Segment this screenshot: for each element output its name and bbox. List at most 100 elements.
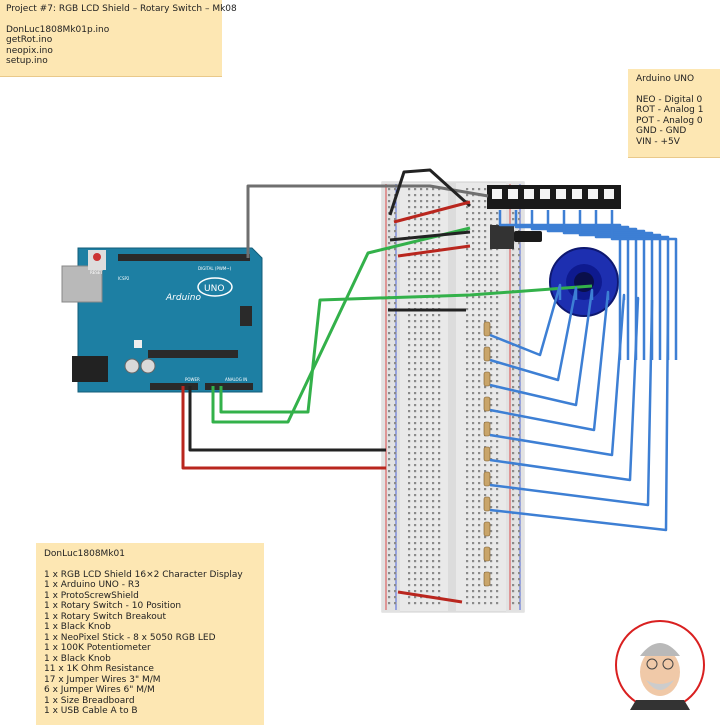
- breadboard-hole: [466, 338, 469, 341]
- breadboard-hole: [426, 440, 429, 443]
- breadboard-hole: [478, 320, 481, 323]
- breadboard-hole: [420, 278, 423, 281]
- breadboard-hole: [394, 218, 397, 221]
- breadboard-hole: [478, 272, 481, 275]
- breadboard-hole: [432, 386, 435, 389]
- breadboard-hole: [438, 506, 441, 509]
- breadboard-hole: [496, 530, 499, 533]
- breadboard-hole: [394, 242, 397, 245]
- breadboard-hole: [512, 314, 515, 317]
- breadboard-hole: [484, 284, 487, 287]
- pin-mapping: VIN - +5V: [636, 136, 680, 147]
- breadboard-hole: [478, 500, 481, 503]
- breadboard-hole: [466, 218, 469, 221]
- breadboard-hole: [478, 374, 481, 377]
- breadboard-hole: [472, 596, 475, 599]
- breadboard-hole: [432, 260, 435, 263]
- breadboard-hole: [496, 212, 499, 215]
- breadboard-hole: [394, 494, 397, 497]
- breadboard-hole: [388, 242, 391, 245]
- breadboard-hole: [438, 446, 441, 449]
- breadboard-hole: [426, 470, 429, 473]
- breadboard-hole: [426, 428, 429, 431]
- breadboard-hole: [420, 194, 423, 197]
- breadboard-hole: [466, 242, 469, 245]
- breadboard-hole: [478, 260, 481, 263]
- breadboard-hole: [478, 464, 481, 467]
- breadboard-hole: [490, 398, 493, 401]
- breadboard-hole: [438, 242, 441, 245]
- breadboard-hole: [512, 254, 515, 257]
- breadboard-hole: [414, 374, 417, 377]
- breadboard-hole: [426, 302, 429, 305]
- breadboard-hole: [472, 542, 475, 545]
- breadboard-hole: [394, 416, 397, 419]
- breadboard-hole: [466, 308, 469, 311]
- breadboard-hole: [472, 602, 475, 605]
- breadboard-hole: [484, 602, 487, 605]
- breadboard-hole: [472, 260, 475, 263]
- breadboard-hole: [420, 356, 423, 359]
- breadboard-hole: [432, 206, 435, 209]
- breadboard-hole: [518, 242, 521, 245]
- breadboard-hole: [394, 422, 397, 425]
- breadboard-hole: [512, 554, 515, 557]
- breadboard-hole: [420, 470, 423, 473]
- breadboard-hole: [438, 206, 441, 209]
- breadboard-hole: [518, 272, 521, 275]
- breadboard-hole: [394, 248, 397, 251]
- breadboard-hole: [472, 470, 475, 473]
- led: [588, 189, 598, 199]
- breadboard-hole: [490, 500, 493, 503]
- breadboard-hole: [420, 476, 423, 479]
- breadboard-hole: [472, 272, 475, 275]
- breadboard-hole: [394, 410, 397, 413]
- breadboard-hole: [466, 410, 469, 413]
- breadboard-hole: [408, 548, 411, 551]
- breadboard-hole: [518, 260, 521, 263]
- breadboard-hole: [432, 470, 435, 473]
- bom-item: 1 x USB Cable A to B: [44, 706, 138, 716]
- breadboard-hole: [388, 452, 391, 455]
- breadboard-hole: [496, 548, 499, 551]
- breadboard-hole: [408, 362, 411, 365]
- breadboard-hole: [414, 200, 417, 203]
- breadboard-hole: [432, 494, 435, 497]
- breadboard-hole: [518, 404, 521, 407]
- breadboard-hole: [512, 386, 515, 389]
- bom-item: 1 x Size Breadboard: [44, 695, 135, 706]
- breadboard-hole: [420, 554, 423, 557]
- breadboard-hole: [518, 332, 521, 335]
- breadboard-hole: [478, 302, 481, 305]
- breadboard-hole: [388, 392, 391, 395]
- breadboard-hole: [438, 602, 441, 605]
- breadboard-hole: [472, 482, 475, 485]
- breadboard-hole: [466, 200, 469, 203]
- breadboard-hole: [466, 554, 469, 557]
- breadboard-hole: [518, 524, 521, 527]
- breadboard-hole: [472, 308, 475, 311]
- breadboard-hole: [496, 296, 499, 299]
- breadboard-hole: [512, 440, 515, 443]
- breadboard-hole: [432, 434, 435, 437]
- breadboard-hole: [496, 500, 499, 503]
- breadboard-hole: [408, 230, 411, 233]
- breadboard-hole: [420, 350, 423, 353]
- breadboard-hole: [472, 554, 475, 557]
- breadboard-hole: [426, 254, 429, 257]
- breadboard-hole: [426, 242, 429, 245]
- breadboard-hole: [484, 230, 487, 233]
- breadboard-hole: [432, 416, 435, 419]
- breadboard-hole: [466, 236, 469, 239]
- breadboard-hole: [388, 428, 391, 431]
- breadboard-hole: [420, 386, 423, 389]
- breadboard-hole: [512, 572, 515, 575]
- breadboard-hole: [484, 542, 487, 545]
- breadboard-hole: [432, 578, 435, 581]
- resistors: [483, 321, 491, 587]
- breadboard-hole: [388, 320, 391, 323]
- potentiometer: [490, 225, 542, 249]
- breadboard-hole: [472, 374, 475, 377]
- breadboard-hole: [388, 470, 391, 473]
- breadboard-hole: [438, 500, 441, 503]
